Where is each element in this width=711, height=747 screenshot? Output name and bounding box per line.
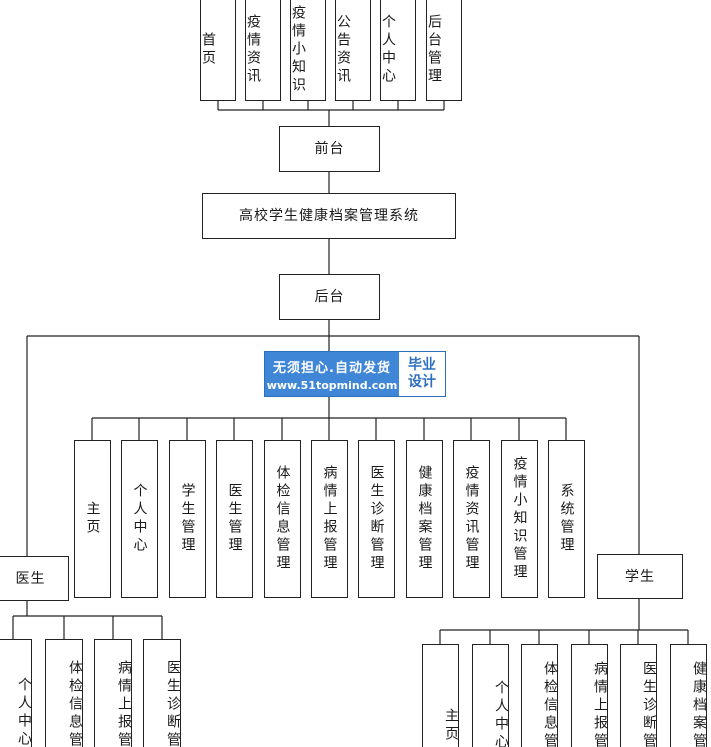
watermark-slogan: 无须担心.自动发货	[273, 360, 391, 376]
watermark-banner: 无须担心.自动发货 www.51topmind.com 毕业 设计	[264, 351, 446, 397]
admin-module-student-mgmt: 学生管理	[169, 440, 206, 598]
admin-module-home: 主页	[74, 440, 111, 598]
front-module-announcements: 公告资讯	[335, 0, 371, 101]
front-module-epidemic-news: 疫情资讯	[245, 0, 281, 101]
admin-module-checkup-mgmt: 体检信息管理	[264, 440, 301, 598]
admin-module-epidemic-tips-mgmt: 疫情小知识管理	[501, 440, 538, 598]
frontend-node: 前台	[279, 126, 380, 172]
doctor-module-illness-report: 病情上报管	[94, 639, 132, 747]
doctor-module-checkup: 体检信息管	[45, 639, 83, 747]
admin-module-doctor-mgmt: 医生管理	[216, 440, 253, 598]
watermark-badge-bottom: 设计	[408, 374, 436, 390]
backend-node: 后台	[279, 274, 380, 320]
watermark-badge-top: 毕业	[408, 357, 436, 374]
watermark-url: www.51topmind.com	[266, 378, 398, 392]
admin-module-system-mgmt: 系统管理	[548, 440, 585, 598]
student-module-diagnosis: 医生诊断管	[620, 644, 657, 747]
doctor-node: 医生	[0, 556, 69, 601]
student-node: 学生	[597, 554, 683, 599]
front-module-home: 首页	[200, 0, 236, 101]
student-module-checkup: 体检信息管	[521, 644, 558, 747]
admin-module-epidemic-news-mgmt: 疫情资讯管理	[453, 440, 490, 598]
front-module-epidemic-tips: 疫情小知识	[290, 0, 326, 101]
system-root-node: 高校学生健康档案管理系统	[202, 193, 456, 239]
student-module-home: 主页	[422, 644, 459, 747]
front-module-admin: 后台管理	[426, 0, 462, 101]
admin-module-health-record-mgmt: 健康档案管理	[406, 440, 443, 598]
admin-module-illness-report-mgmt: 病情上报管理	[311, 440, 348, 598]
front-module-personal-center: 个人中心	[380, 0, 416, 101]
doctor-module-diagnosis: 医生诊断管	[143, 639, 181, 747]
admin-module-diagnosis-mgmt: 医生诊断管理	[358, 440, 395, 598]
student-module-health-record: 健康档案管	[670, 644, 707, 747]
student-module-personal-center: 个人中心	[472, 644, 509, 747]
doctor-module-personal-center: 个人中心	[0, 639, 32, 747]
admin-module-personal-center: 个人中心	[121, 440, 158, 598]
student-module-illness-report: 病情上报管	[571, 644, 608, 747]
